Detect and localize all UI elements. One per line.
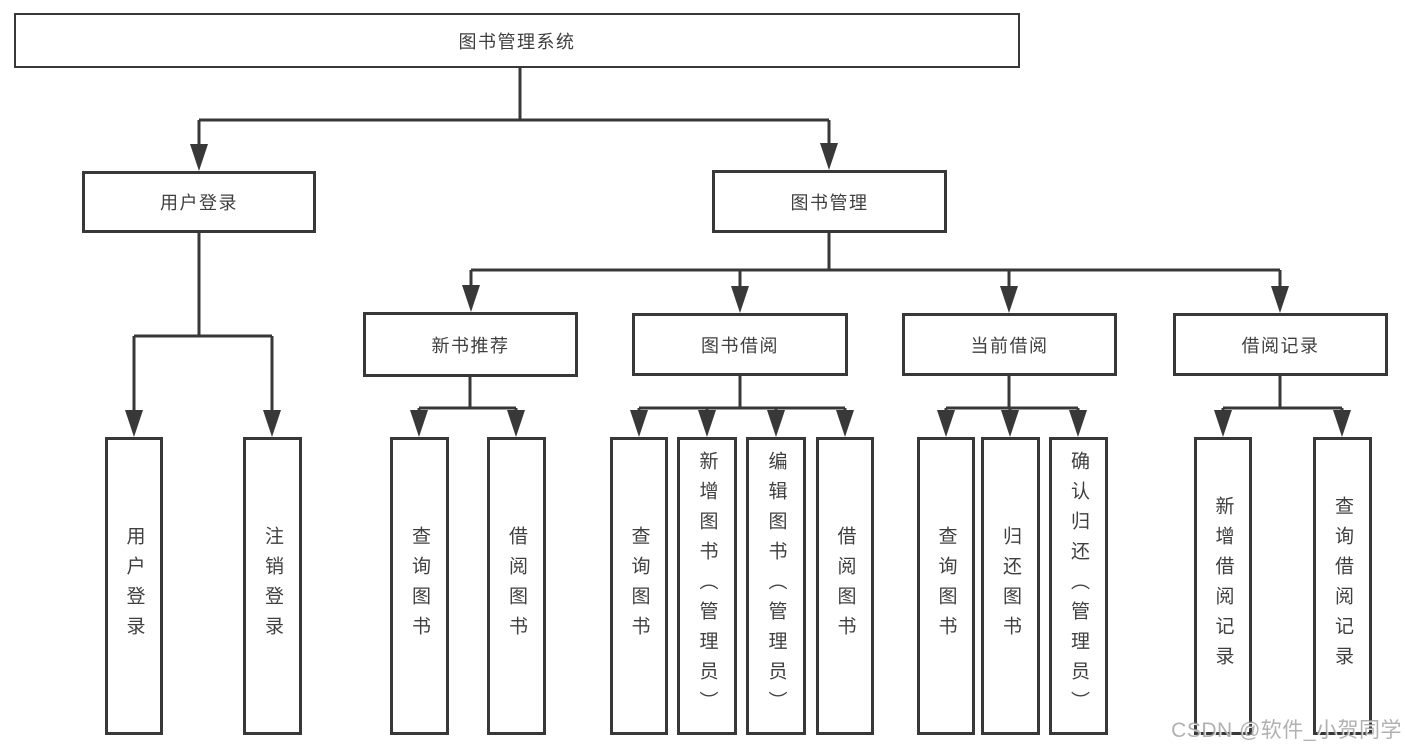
node-user-login: 用户登录 xyxy=(82,171,316,233)
leaf-user-login-label: 用户登录 xyxy=(123,526,145,646)
connector-book-management-to-level3 xyxy=(469,233,1282,308)
node-user-login-label: 用户登录 xyxy=(160,193,238,213)
node-book-borrow-label: 图书借阅 xyxy=(701,335,779,356)
connector-borrow-record-to-leaves xyxy=(1221,376,1344,432)
leaf-add-borrow-record-label: 新增借阅记录 xyxy=(1212,496,1234,676)
node-book-management-label: 图书管理 xyxy=(790,192,869,213)
node-root-system: 图书管理系统 xyxy=(14,13,1020,68)
leaf-edit-book-admin: 编辑图书（管理员） xyxy=(746,437,806,735)
leaf-query-book-3-label: 查询图书 xyxy=(935,526,957,646)
csdn-watermark: CSDN @软件_小贺同学 xyxy=(1171,719,1402,742)
leaf-borrow-book-2-label: 借阅图书 xyxy=(834,526,856,646)
leaf-logout-login-label: 注销登录 xyxy=(262,526,283,646)
leaf-logout-login: 注销登录 xyxy=(243,437,302,735)
node-current-borrow: 当前借阅 xyxy=(902,313,1117,376)
leaf-add-book-admin: 新增图书（管理员） xyxy=(677,437,737,735)
leaf-edit-book-admin-label: 编辑图书（管理员） xyxy=(765,451,787,721)
node-new-book-recommend-label: 新书推荐 xyxy=(431,335,510,356)
connector-user-login-to-leaves xyxy=(132,233,274,432)
leaf-query-borrow-record: 查询借阅记录 xyxy=(1313,437,1372,735)
leaf-query-book-1-label: 查询图书 xyxy=(409,526,430,646)
leaf-add-borrow-record: 新增借阅记录 xyxy=(1194,437,1252,735)
node-borrow-record-label: 借阅记录 xyxy=(1241,335,1320,356)
leaf-query-book-2-label: 查询图书 xyxy=(628,526,650,646)
connector-book-borrow-to-leaves xyxy=(637,376,847,432)
leaf-user-login: 用户登录 xyxy=(105,437,163,735)
arrowheads xyxy=(125,143,1351,437)
leaf-borrow-book-2: 借阅图书 xyxy=(816,437,874,735)
leaf-add-book-admin-label: 新增图书（管理员） xyxy=(696,451,718,721)
leaf-borrow-book-1: 借阅图书 xyxy=(487,437,546,735)
node-new-book-recommend: 新书推荐 xyxy=(363,312,578,377)
leaf-confirm-return-admin: 确认归还（管理员） xyxy=(1049,437,1108,735)
node-root-system-label: 图书管理系统 xyxy=(458,31,576,52)
leaf-query-book-2: 查询图书 xyxy=(610,437,668,735)
leaf-query-book-3: 查询图书 xyxy=(917,437,975,735)
leaf-query-book-1: 查询图书 xyxy=(390,437,449,735)
leaf-return-book-label: 归还图书 xyxy=(1000,526,1021,646)
node-borrow-record: 借阅记录 xyxy=(1173,313,1388,376)
connector-root-to-level2 xyxy=(197,68,831,166)
node-current-borrow-label: 当前借阅 xyxy=(970,335,1049,356)
connector-new-book-to-leaves xyxy=(417,377,518,432)
leaf-return-book: 归还图书 xyxy=(981,437,1040,735)
node-book-management: 图书管理 xyxy=(712,170,947,233)
leaf-query-borrow-record-label: 查询借阅记录 xyxy=(1332,496,1353,676)
leaf-borrow-book-1-label: 借阅图书 xyxy=(506,526,527,646)
leaf-confirm-return-admin-label: 确认归还（管理员） xyxy=(1068,451,1089,721)
node-book-borrow: 图书借阅 xyxy=(632,313,848,376)
